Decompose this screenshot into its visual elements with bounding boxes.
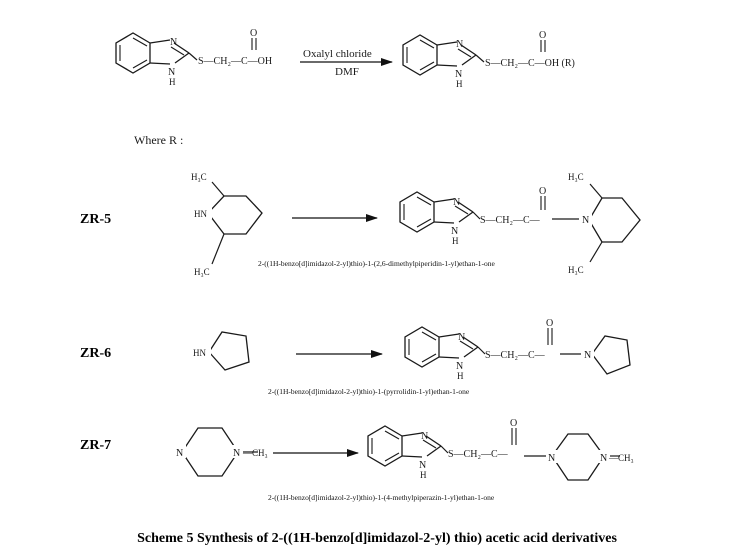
zr5-product-methyl-top: H₃C	[568, 172, 584, 182]
zr5-reagent-dimethylpiperidine: HN H₃C H₃C	[191, 172, 263, 277]
row-label-zr6: ZR-6	[80, 346, 111, 361]
zr6-product-chain: S—CH₂—C—	[485, 350, 546, 361]
zr6-product-h: H	[457, 371, 464, 381]
reactant-carbonyl-oxygen: O	[250, 28, 257, 39]
product-chain: S—CH₂—C—OH (R)	[485, 58, 575, 69]
reactant-chain: S—CH₂—C—OH	[198, 56, 272, 67]
zr6-reagent-hn: HN	[193, 348, 206, 358]
product-carbonyl-oxygen: O	[539, 30, 546, 41]
zr7-product-n-left: N	[548, 453, 555, 464]
product-benzimidazole: N N H	[402, 34, 485, 89]
zr7-compound-name: 2-((1H-benzo[d]imidazol-2-yl)thio)-1-(4-…	[268, 493, 495, 502]
zr6-reagent-pyrrolidine: HN	[191, 331, 250, 371]
zr7-product-n: N	[421, 431, 428, 442]
zr7-reagent-methyl: —CH₃	[242, 448, 268, 458]
zr5-product-chain: S—CH₂—C—	[480, 215, 541, 226]
product-h-atom: H	[456, 79, 463, 89]
zr6-product: N N H S—CH₂—C— O N	[404, 318, 631, 381]
zr7-product-chain: S—CH₂—C—	[448, 449, 509, 460]
reactant-n-atom: N	[170, 37, 177, 48]
zr7-product-oxygen: O	[510, 418, 517, 429]
zr6-product-nh: N	[456, 361, 463, 372]
zr5-reagent-methyl-bottom: H₃C	[194, 267, 210, 277]
row-label-zr5: ZR-5	[80, 212, 111, 227]
scheme-caption: Scheme 5 Synthesis of 2-((1H-benzo[d]imi…	[137, 531, 617, 546]
where-r-label: Where R :	[134, 133, 183, 147]
zr6-product-n: N	[458, 332, 465, 343]
product-n-atom: N	[456, 39, 463, 50]
zr6-product-n-ring: N	[584, 350, 591, 361]
reagent-dmf: DMF	[335, 66, 359, 78]
reactant-nh-atom: N	[168, 67, 175, 78]
zr7-reagent-n-right: N	[233, 448, 240, 459]
reactant-benzimidazole: N N H	[115, 32, 198, 87]
reagent-oxalyl-chloride: Oxalyl chloride	[303, 48, 372, 60]
zr5-reagent-hn: HN	[194, 209, 207, 219]
zr7-product-nh: N	[419, 460, 426, 471]
zr7-reagent-methylpiperazine: N N —CH₃	[174, 427, 268, 477]
zr5-product-oxygen: O	[539, 186, 546, 197]
zr5-product-n-ring: N	[582, 215, 589, 226]
product-nh-atom: N	[455, 69, 462, 80]
zr7-product-h: H	[420, 470, 427, 480]
zr7-product-methyl: —CH₃	[608, 453, 634, 463]
zr5-compound-name: 2-((1H-benzo[d]imidazol-2-yl)thio)-1-(2,…	[258, 259, 495, 268]
zr6-product-oxygen: O	[546, 318, 553, 329]
zr5-reagent-methyl-top: H₃C	[191, 172, 207, 182]
zr7-product: N N H S—CH₂—C— O N N —CH₃	[367, 418, 634, 481]
zr7-product-n-right: N	[600, 453, 607, 464]
zr5-product-n: N	[453, 197, 460, 208]
reactant-h-atom: H	[169, 77, 176, 87]
zr7-reagent-n-left: N	[176, 448, 183, 459]
zr6-compound-name: 2-((1H-benzo[d]imidazol-2-yl)thio)-1-(py…	[268, 387, 470, 396]
zr5-product: N N H S—CH₂—C— O N H₃C H₃C	[399, 172, 641, 275]
row-label-zr7: ZR-7	[80, 438, 111, 453]
zr5-product-h: H	[452, 236, 459, 246]
zr5-product-methyl-bottom: H₃C	[568, 265, 584, 275]
zr5-product-nh: N	[451, 226, 458, 237]
